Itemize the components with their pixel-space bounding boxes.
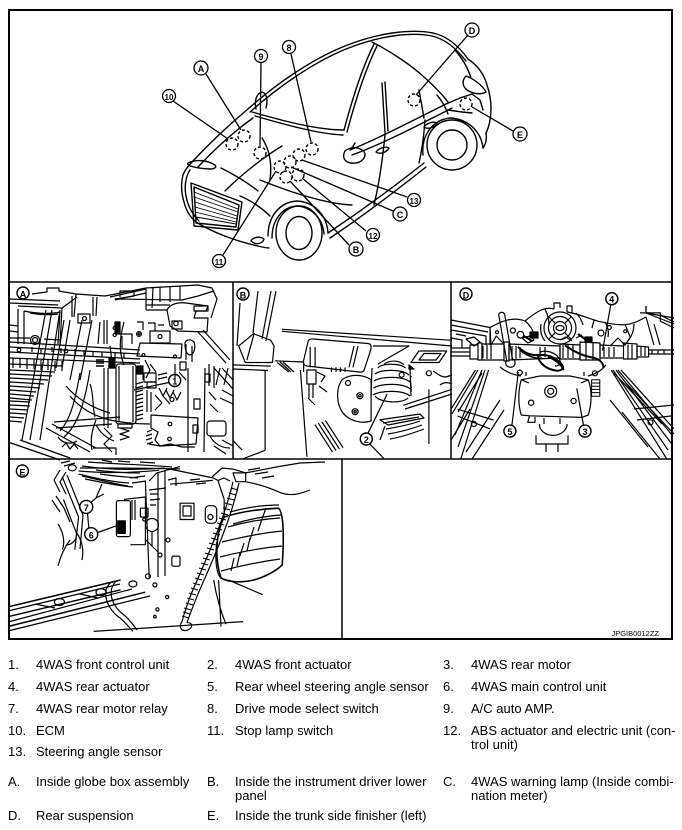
svg-text:A: A bbox=[20, 290, 27, 300]
svg-text:4: 4 bbox=[609, 295, 614, 305]
svg-text:C: C bbox=[397, 210, 404, 220]
svg-text:5: 5 bbox=[507, 427, 512, 437]
svg-text:B: B bbox=[240, 291, 247, 301]
svg-text:3: 3 bbox=[582, 427, 587, 437]
svg-text:13: 13 bbox=[410, 197, 419, 206]
svg-text:11: 11 bbox=[215, 258, 224, 267]
svg-text:B: B bbox=[353, 245, 360, 255]
svg-text:A: A bbox=[198, 64, 205, 74]
svg-text:E: E bbox=[19, 468, 25, 478]
svg-text:D: D bbox=[469, 26, 476, 36]
svg-text:9: 9 bbox=[258, 52, 263, 62]
svg-text:2: 2 bbox=[364, 435, 369, 445]
svg-text:6: 6 bbox=[89, 531, 94, 541]
svg-text:JPGIB0012ZZ: JPGIB0012ZZ bbox=[611, 629, 659, 638]
svg-text:1: 1 bbox=[172, 377, 177, 387]
svg-text:D: D bbox=[463, 291, 470, 301]
svg-text:E: E bbox=[517, 130, 523, 140]
svg-text:7: 7 bbox=[84, 503, 89, 513]
svg-text:8: 8 bbox=[286, 43, 291, 53]
svg-text:10: 10 bbox=[165, 93, 174, 102]
svg-text:12: 12 bbox=[369, 232, 378, 241]
